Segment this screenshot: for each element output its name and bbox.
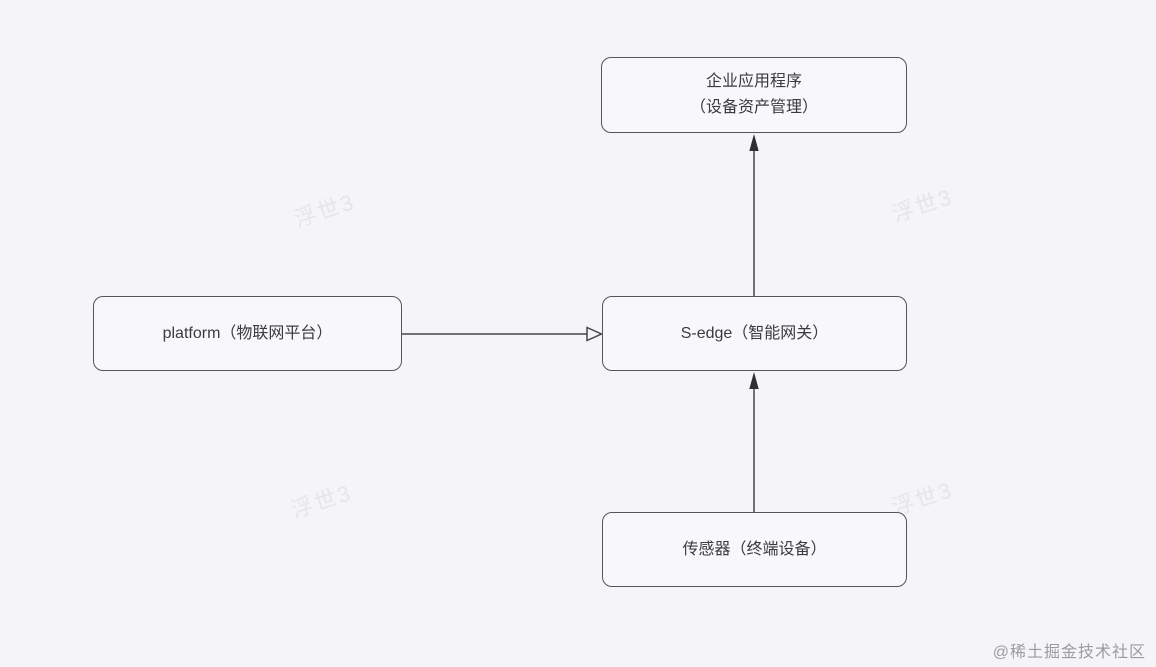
node-sensor-label: 传感器（终端设备） <box>682 540 827 558</box>
filled-arrowhead-icon <box>749 134 759 151</box>
watermark: 浮世3 <box>889 183 957 227</box>
edge-sensor-to-sedge <box>749 372 759 512</box>
filled-arrowhead-icon <box>749 372 759 389</box>
node-s-edge: S-edge（智能网关） <box>602 296 907 371</box>
watermark: 浮世3 <box>288 479 356 523</box>
node-sensor: 传感器（终端设备） <box>602 512 907 587</box>
watermark: 浮世3 <box>291 188 359 232</box>
node-platform: platform（物联网平台） <box>93 296 402 371</box>
edge-sedge-to-enterprise <box>749 134 759 296</box>
open-arrowhead-icon <box>586 326 604 342</box>
attribution-text: @稀土掘金技术社区 <box>992 644 1146 661</box>
node-enterprise-app: 企业应用程序 （设备资产管理） <box>601 57 907 133</box>
edge-platform-to-sedge <box>402 326 604 342</box>
node-s-edge-label: S-edge（智能网关） <box>680 324 829 342</box>
node-enterprise-app-label-line1: 企业应用程序 <box>705 73 802 90</box>
node-platform-label: platform（物联网平台） <box>162 324 333 342</box>
node-enterprise-app-label-line2: （设备资产管理） <box>689 99 818 116</box>
